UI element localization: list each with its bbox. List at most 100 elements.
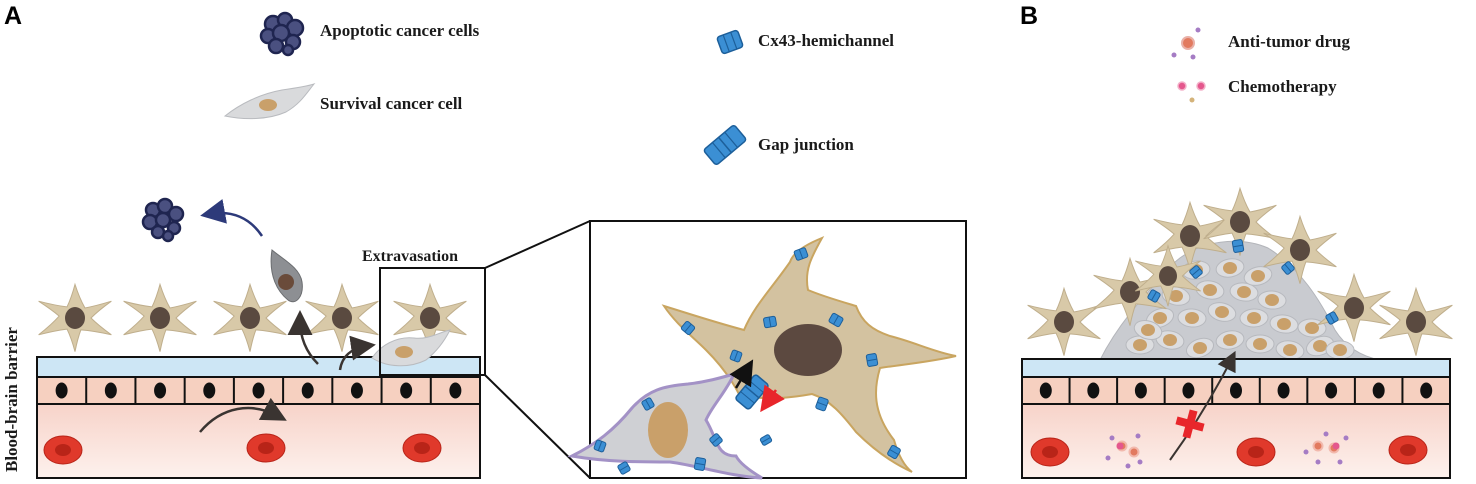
gap-junction-icon (703, 124, 747, 166)
tumor-cell (1215, 330, 1245, 350)
endothelial-nucleus (1277, 382, 1290, 399)
zoom-connector-top (484, 220, 591, 269)
red-blood-cells-a (43, 433, 442, 465)
bbb-panel-b (1021, 358, 1451, 479)
astrocyte-b-6 (1317, 272, 1391, 342)
endothelial-nucleus (203, 382, 216, 399)
astrocyte-cluster-b (1027, 186, 1453, 356)
tumor-cell (1177, 308, 1207, 328)
endothelial-nucleus (1039, 382, 1052, 399)
panel-label-a: A (4, 2, 23, 30)
hemichannel-icon (716, 29, 744, 55)
drug-particle (1105, 455, 1111, 461)
astrocyte-row (38, 282, 467, 352)
apoptotic-cells-icon (259, 11, 305, 57)
tumor-cell (1243, 266, 1273, 286)
drug-particle (1315, 459, 1321, 465)
hemichannel (815, 396, 829, 412)
drug-particle (1125, 463, 1131, 469)
tumor-cell (1185, 337, 1215, 359)
hemichannel (641, 397, 655, 411)
inset-astrocyte (661, 236, 957, 473)
tumor-cell (1215, 258, 1245, 278)
astrocyte-b-4 (1203, 186, 1277, 256)
migration-arrow-3 (338, 335, 376, 371)
astrocyte-a-1 (38, 282, 112, 352)
hemichannel (1147, 289, 1161, 303)
red-blood-cell (1236, 437, 1276, 467)
anti-tumor-drug-icon (1171, 27, 1201, 60)
extravasation-box (379, 267, 486, 376)
apoptosis-arrow (200, 199, 264, 237)
red-blood-cell (246, 433, 286, 463)
drug-particle (1337, 459, 1343, 465)
legend-anti-tumor-label: Anti-tumor drug (1228, 32, 1350, 51)
blocked-cross-icon (1175, 409, 1205, 439)
hemichannel (763, 315, 777, 329)
hemichannel (865, 353, 879, 367)
endothelial-nucleus (55, 382, 68, 399)
endothelial-nucleus (1182, 382, 1195, 399)
migration-arrow-2 (287, 310, 319, 365)
endothelial-nucleus (350, 382, 363, 399)
hemichannel (1325, 311, 1339, 325)
hemichannel (593, 439, 607, 453)
panel-label-b: B (1020, 2, 1039, 30)
apoptotic-cluster (141, 197, 185, 243)
tumor-cell (1245, 334, 1275, 354)
chemotherapy-icon (1177, 81, 1206, 103)
legend-apoptotic-label: Apoptotic cancer cells (320, 21, 480, 40)
legend-hemichannel-label: Cx43-hemichannel (758, 31, 894, 50)
drug-particle (1128, 446, 1140, 458)
hemichannel (617, 461, 631, 475)
hemichannel (793, 247, 809, 261)
astrocyte-a-3 (213, 282, 287, 352)
astrocyte-b-5 (1263, 214, 1337, 284)
extravasation-label: Extravasation (362, 248, 458, 265)
legend-gap-junction-label: Gap junction (758, 135, 854, 154)
inset-red-arrow (760, 384, 785, 413)
red-blood-cell (43, 435, 83, 465)
endothelial-nucleus (301, 382, 314, 399)
hemichannel (759, 434, 773, 446)
hemichannel (680, 320, 696, 336)
inset-cancer-cell (567, 371, 763, 480)
astrocyte-b-8 (1134, 244, 1201, 307)
hemichannel (709, 433, 723, 447)
tumor-cell (1325, 340, 1355, 360)
chemo-particle (1332, 442, 1340, 450)
tumor-cell (1257, 290, 1287, 310)
drug-particle (1312, 440, 1324, 452)
drug-particles-b (1105, 431, 1349, 469)
hemichannel (828, 312, 844, 328)
hemichannel (729, 349, 743, 363)
tumor-cell (1133, 320, 1163, 340)
drug-particle (1303, 449, 1309, 455)
drug-particle (1135, 433, 1141, 439)
migrating-cancer-cell (270, 249, 303, 303)
hemichannel (1231, 239, 1245, 253)
bbb-axis-label: Blood-brain barrier (2, 327, 21, 472)
extravasating-cell (371, 329, 451, 367)
red-blood-cell (1030, 437, 1070, 467)
endothelial-nucleus (154, 382, 167, 399)
zoom-connector-bottom (484, 374, 591, 479)
endothelial-nucleus (104, 382, 117, 399)
red-blood-cell (1388, 435, 1428, 465)
legend-chemo-label: Chemotherapy (1228, 77, 1337, 96)
astrocyte-b-7 (1379, 286, 1453, 356)
tumor-cell (1269, 314, 1299, 334)
migration-arrow-1 (199, 397, 287, 433)
tumor-cell (1275, 340, 1305, 360)
legend-survival-label: Survival cancer cell (320, 94, 463, 113)
red-blood-cell (402, 433, 442, 463)
drug-particle (1323, 431, 1329, 437)
hemichannel (1189, 265, 1203, 279)
blocked-drug-arrow (1169, 350, 1236, 461)
astrocyte-b-1 (1027, 286, 1101, 356)
drug-particle (1109, 435, 1115, 441)
hemichannels-b (1147, 239, 1339, 325)
drug-particle (1343, 435, 1349, 441)
endothelial-nucleus (1420, 382, 1433, 399)
